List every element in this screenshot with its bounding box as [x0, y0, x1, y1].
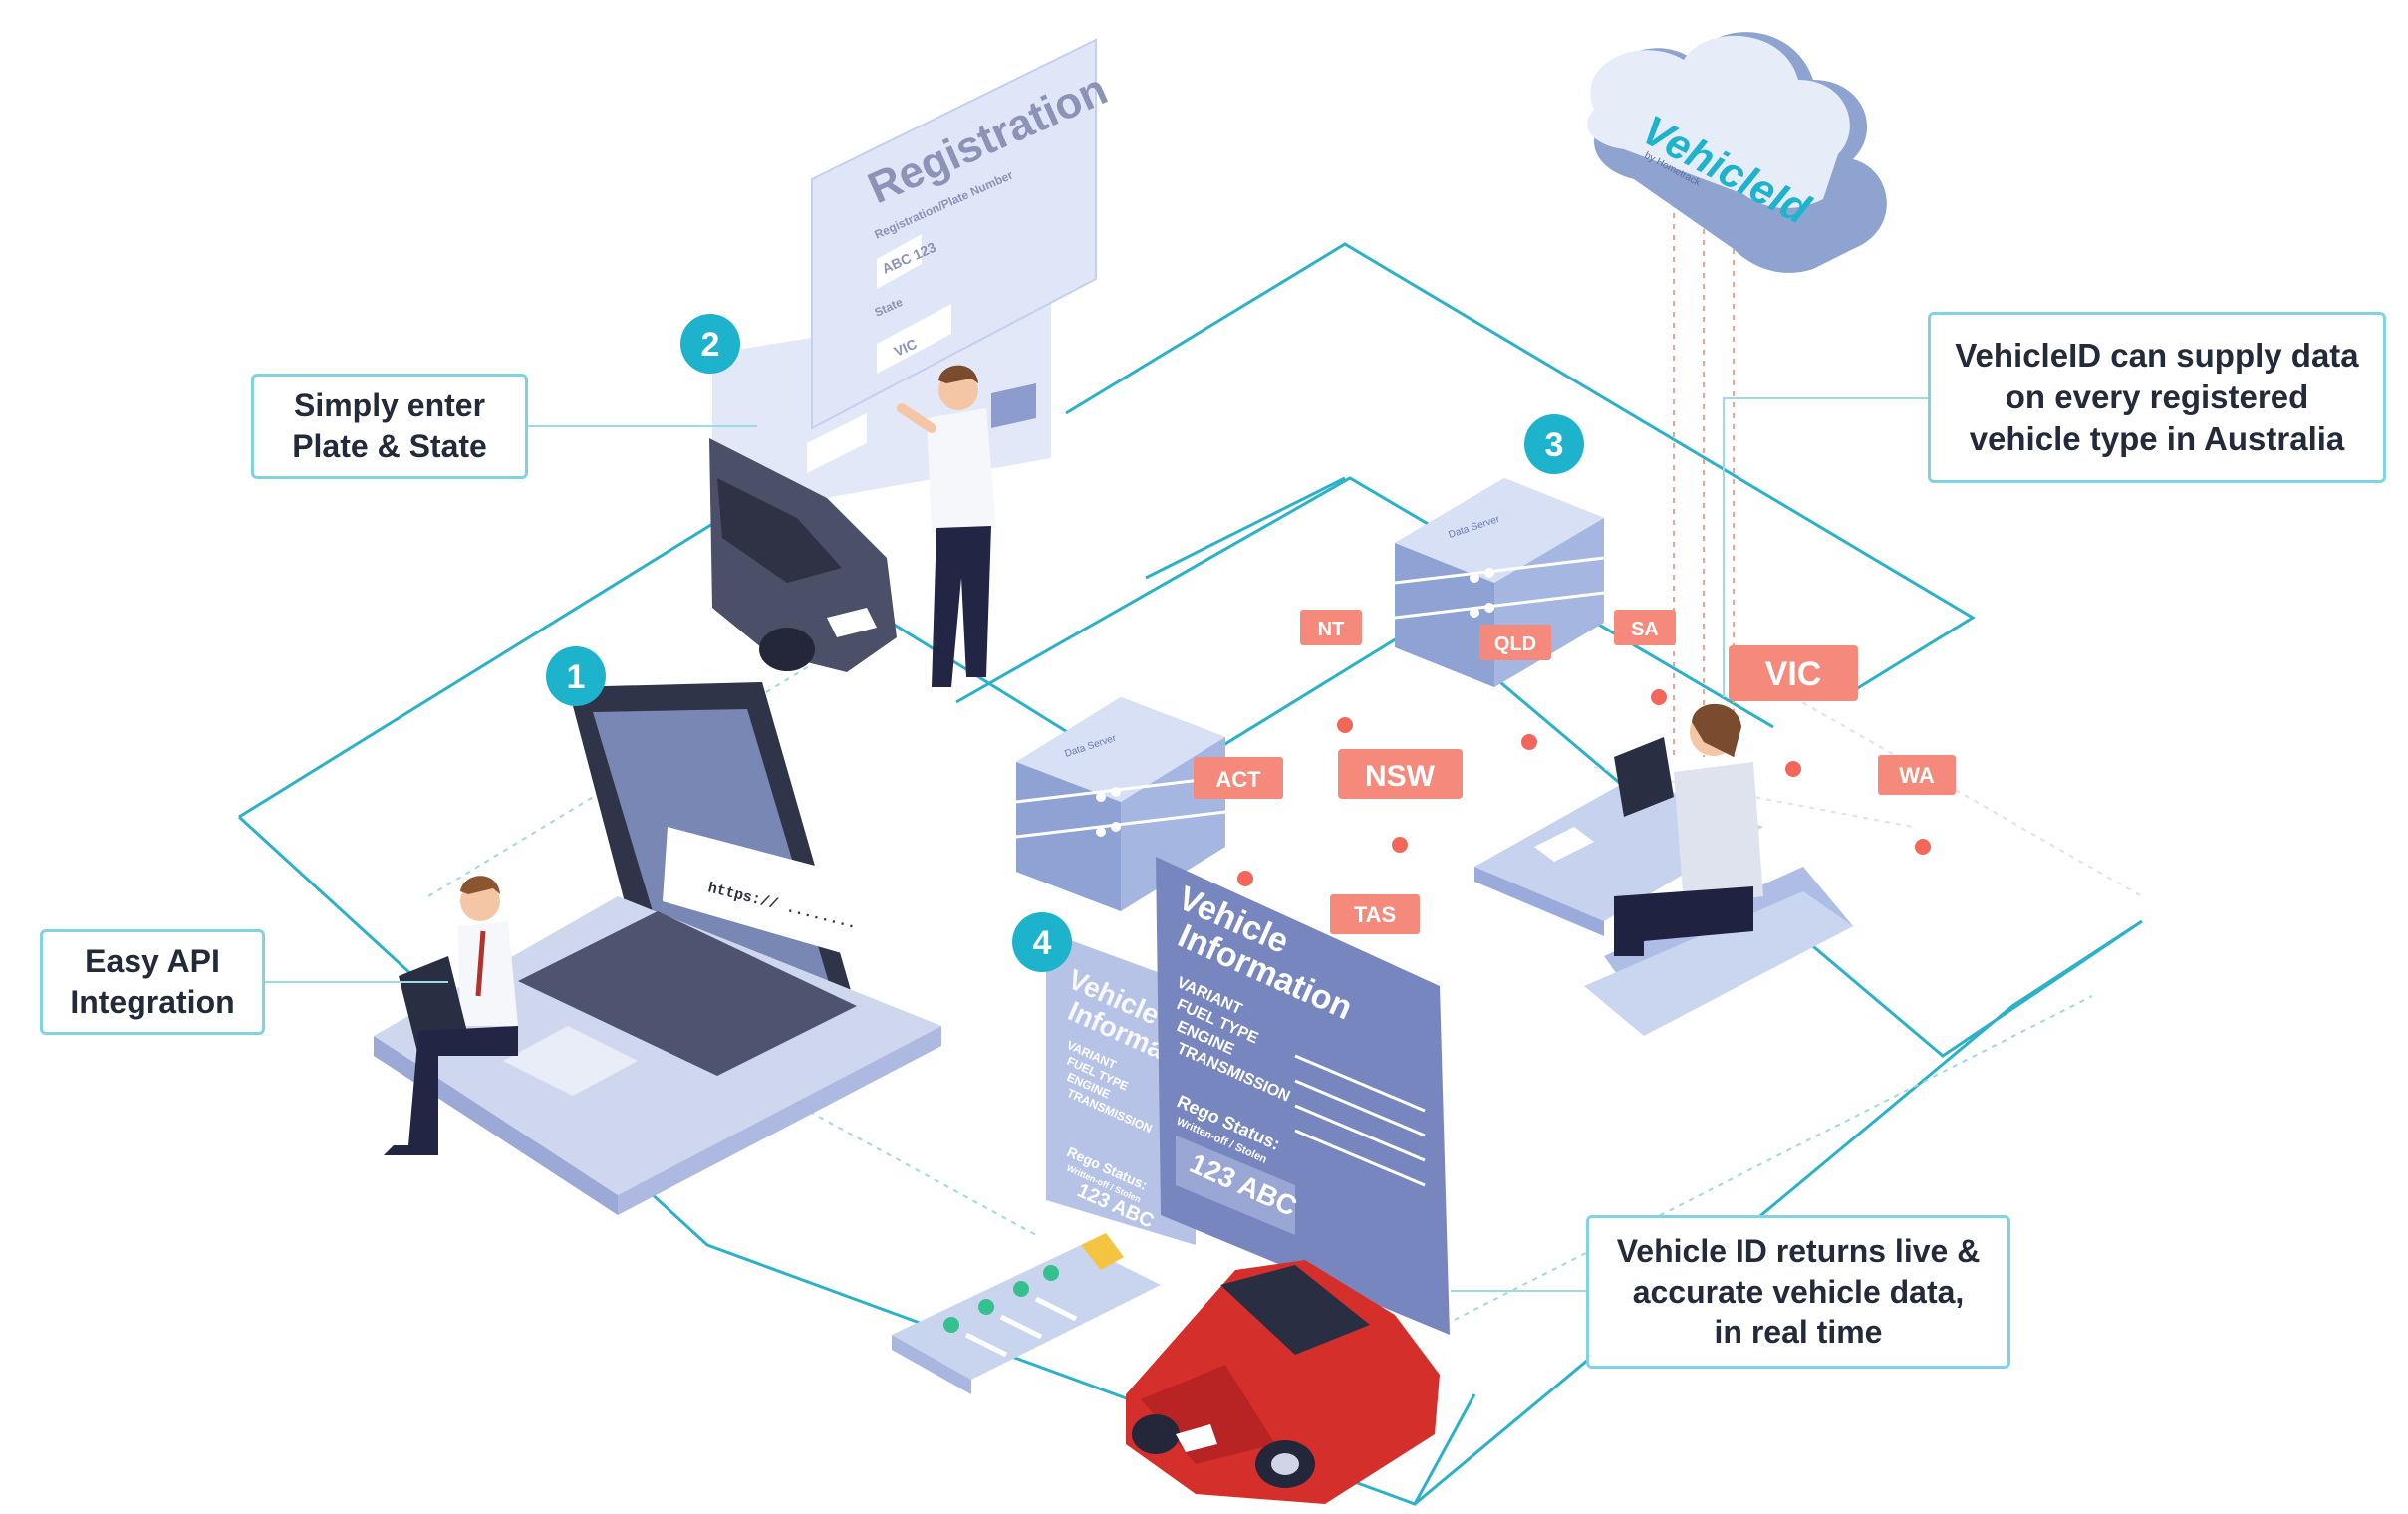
svg-text:NSW: NSW	[1365, 760, 1436, 793]
callout-returns-live: Vehicle ID returns live & accurate vehic…	[1586, 1215, 2010, 1369]
standing-person	[897, 365, 996, 687]
callout-supply-data: VehicleID can supply data on every regis…	[1928, 312, 2386, 483]
svg-text:NT: NT	[1318, 619, 1345, 640]
svg-text:TAS: TAS	[1354, 902, 1396, 927]
connection-lines	[427, 169, 2143, 1326]
state-tag-nt: NT	[1300, 610, 1362, 733]
svg-text:2: 2	[701, 326, 720, 364]
svg-text:WA: WA	[1899, 763, 1935, 788]
red-car	[1126, 1260, 1440, 1504]
svg-text:4: 4	[1033, 924, 1052, 962]
vehicle-info-card-front	[1156, 857, 1450, 1335]
state-tags: NT QLD SA VIC ACT NSW WA TAS	[1194, 610, 1956, 934]
state-tag-tas: TAS	[1330, 894, 1420, 934]
state-tag-qld: QLD	[1479, 625, 1551, 750]
step-badge-4: 4	[1012, 912, 1072, 972]
cloud-logo	[1587, 32, 1887, 273]
step-badge-2: 2	[680, 314, 740, 374]
dark-car	[709, 438, 897, 672]
state-tag-vic: VIC	[1729, 645, 1858, 777]
registration-panels	[712, 38, 1097, 518]
desk-person	[1474, 703, 1853, 1036]
step-badge-3: 3	[1524, 414, 1584, 474]
state-tag-nsw: NSW	[1338, 749, 1463, 853]
checklist-clipboard	[892, 1233, 1161, 1394]
callout-api-integration: Easy API Integration	[40, 929, 265, 1035]
state-tag-wa: WA	[1878, 755, 1956, 855]
svg-text:3: 3	[1545, 426, 1564, 464]
svg-text:ACT: ACT	[1215, 767, 1261, 792]
step-badge-1: 1	[546, 646, 606, 706]
laptop	[374, 682, 941, 1215]
svg-text:SA: SA	[1631, 619, 1659, 640]
svg-text:VIC: VIC	[1765, 655, 1822, 693]
svg-text:1: 1	[567, 658, 586, 696]
server-stack-left	[1015, 697, 1226, 911]
svg-text:QLD: QLD	[1494, 633, 1536, 655]
server-stack-top	[1394, 478, 1605, 687]
callout-plate-state: Simply enter Plate & State	[251, 374, 528, 479]
callout-connectors	[265, 397, 1928, 1292]
state-tag-sa: SA	[1614, 610, 1676, 705]
state-tag-act: ACT	[1194, 757, 1283, 886]
